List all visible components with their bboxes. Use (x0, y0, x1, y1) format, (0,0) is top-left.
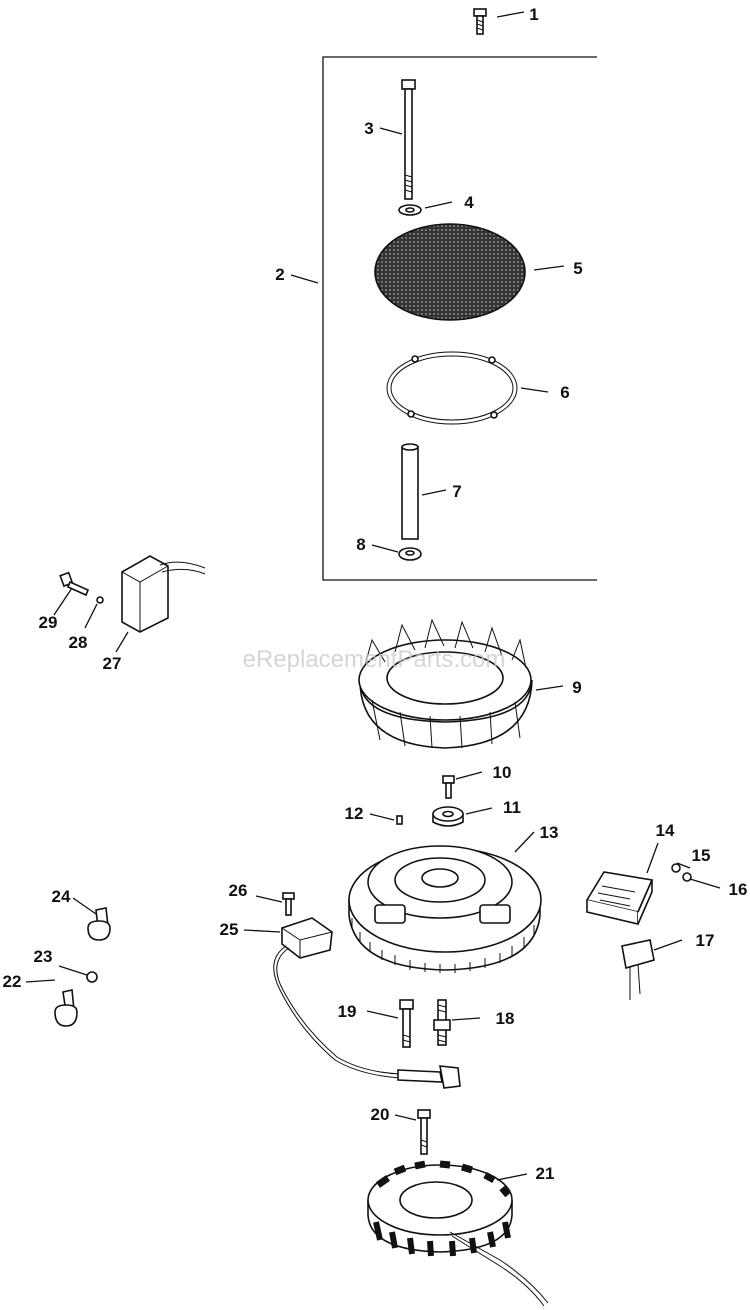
part-20-bolt (417, 1109, 431, 1155)
callout-9: 9 (572, 678, 581, 697)
callout-2: 2 (275, 265, 284, 284)
part-15-nut (671, 863, 681, 873)
callout-25: 25 (220, 920, 239, 939)
callout-28: 28 (69, 633, 88, 652)
part-18-stud (433, 999, 451, 1046)
callout-3: 3 (364, 119, 373, 138)
part-21-stator (367, 1160, 549, 1307)
callout-21: 21 (536, 1164, 555, 1183)
callout-5: 5 (573, 259, 582, 278)
part-29-screw (59, 571, 90, 597)
part-17-connector (621, 939, 655, 1000)
part-10-bolt (442, 775, 455, 799)
part-25-ignition-module (273, 917, 461, 1089)
callout-16: 16 (729, 880, 748, 899)
part-13-flywheel (348, 845, 542, 973)
part-24-clamp (87, 907, 111, 941)
callout-1: 1 (529, 5, 538, 24)
callout-8: 8 (356, 535, 365, 554)
part-14-regulator (585, 871, 654, 926)
callout-13: 13 (540, 823, 559, 842)
part-1-screw (473, 8, 487, 35)
callout-labels: 1 2 3 4 5 6 7 8 9 10 11 12 13 14 15 16 1… (3, 5, 748, 1183)
callout-26: 26 (229, 881, 248, 900)
callout-27: 27 (103, 654, 122, 673)
part-6-retainer-ring (386, 351, 518, 425)
part-26-screw (282, 892, 295, 916)
part-3-long-bolt (401, 79, 416, 200)
callout-12: 12 (345, 804, 364, 823)
part-4-washer (398, 204, 422, 216)
watermark-text: eReplacementParts.com (243, 646, 506, 673)
part-23-nut (86, 971, 98, 983)
callout-14: 14 (656, 821, 675, 840)
callout-6: 6 (560, 383, 569, 402)
callout-22: 22 (3, 972, 22, 991)
part-11-washer (432, 806, 464, 827)
part-27-ignition-coil (121, 555, 206, 633)
callout-17: 17 (696, 931, 715, 950)
part-28-washer (96, 596, 104, 604)
callout-11: 11 (503, 798, 521, 817)
callout-24: 24 (52, 887, 71, 906)
callout-10: 10 (493, 763, 512, 782)
callout-23: 23 (34, 947, 53, 966)
callout-15: 15 (692, 846, 711, 865)
assembly-bracket (322, 56, 597, 581)
part-12-key (396, 815, 403, 825)
part-22-clamp (54, 989, 78, 1027)
part-7-spacer-tube (401, 443, 419, 540)
callout-20: 20 (371, 1105, 390, 1124)
part-16-nut (682, 872, 692, 882)
part-5-screen (374, 223, 526, 321)
callout-29: 29 (39, 613, 58, 632)
leader-lines (25, 11, 721, 1181)
callout-19: 19 (338, 1002, 357, 1021)
callout-4: 4 (464, 193, 474, 212)
part-19-bolt (399, 999, 414, 1048)
callout-7: 7 (452, 482, 461, 501)
callout-18: 18 (496, 1009, 515, 1028)
part-9-fan (358, 618, 533, 749)
part-8-nut (398, 547, 422, 561)
